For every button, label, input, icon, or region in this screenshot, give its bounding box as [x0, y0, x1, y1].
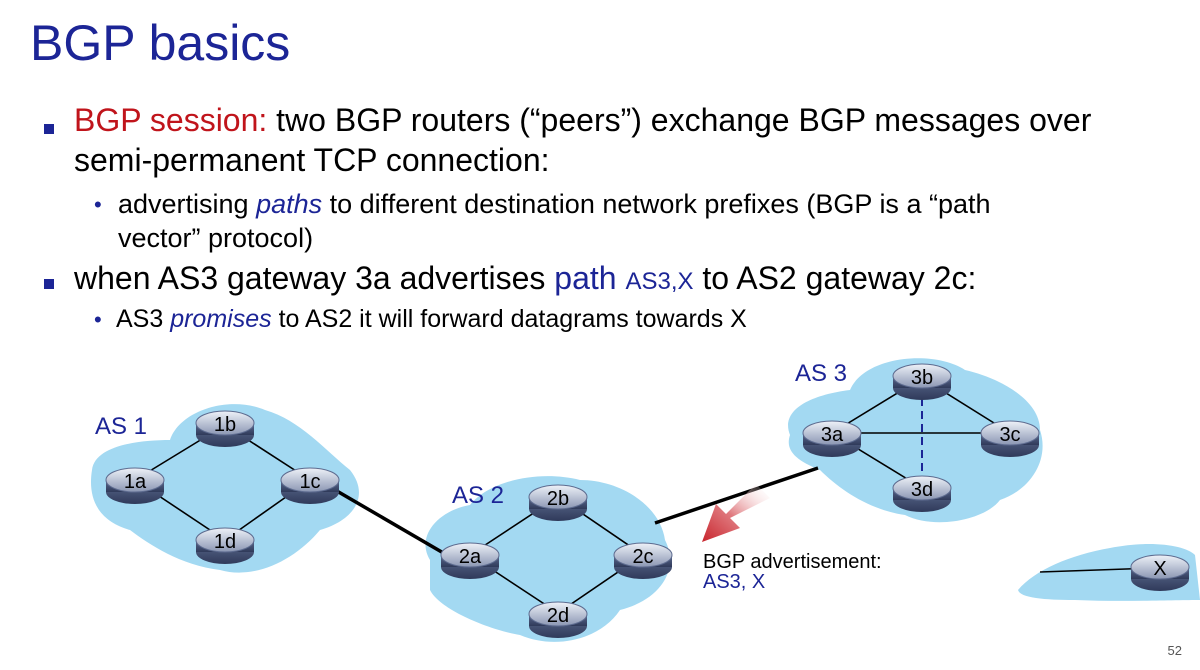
router-1a: 1a [105, 467, 165, 505]
link-2c-3a [654, 466, 819, 525]
advertisement-arrow [702, 484, 770, 542]
router-3a: 3a [802, 420, 862, 458]
router-label: 3b [911, 367, 933, 389]
router-label: 3c [999, 424, 1020, 446]
bullet-1-line-2: semi-permanent TCP connection: [74, 142, 550, 178]
bullet-1-text: two BGP routers (“peers”) exchange BGP m… [267, 102, 1092, 138]
router-label: 1a [124, 471, 147, 493]
router-3d: 3d [892, 475, 952, 513]
bullet-2-line: when AS3 gateway 3a advertises path AS3,… [74, 259, 976, 301]
page-number: 52 [1167, 643, 1182, 658]
sub-bullet-marker: • [94, 192, 102, 217]
as2-label: AS 2 [452, 482, 504, 509]
sub-bullet-1-line-1: advertising paths to different destinati… [118, 188, 991, 221]
sub-bullet-2-text-b: to AS2 it will forward datagrams towards… [271, 305, 747, 333]
router-label: 2d [547, 605, 569, 627]
router-label: 1b [214, 414, 236, 436]
as3-cloud [788, 358, 1043, 523]
bullet-marker [44, 279, 54, 289]
router-1b: 1b [195, 410, 255, 448]
bullet-marker [44, 124, 54, 134]
bullet-1-line-1: BGP session: two BGP routers (“peers”) e… [74, 101, 1091, 139]
router-3c: 3c [980, 420, 1040, 458]
as2-cloud [425, 476, 670, 642]
bgp-session-term: BGP session: [74, 102, 268, 138]
promises-emphasis: promises [170, 305, 272, 333]
advertisement-label: BGP advertisement: [703, 551, 882, 573]
advertisement-path: AS3, X [703, 571, 765, 593]
router-2b: 2b [528, 484, 588, 522]
sub-bullet-1-text-b: to different destination network prefixe… [322, 189, 991, 219]
sub-bullet-2-line: AS3 promises to AS2 it will forward data… [116, 303, 747, 336]
router-3b: 3b [892, 363, 952, 401]
as1-cloud [90, 404, 359, 573]
slide-title: BGP basics [30, 15, 291, 71]
router-label: 2a [459, 546, 482, 568]
bullet-2-text-a: when AS3 gateway 3a advertises [74, 260, 555, 296]
router-label: 2b [547, 488, 569, 510]
router-label: 3d [911, 479, 933, 501]
router-x: X [1130, 554, 1190, 592]
link-1c-2a [329, 485, 453, 560]
router-1c: 1c [280, 467, 340, 505]
sub-bullet-1-line-2: vector” protocol) [118, 223, 314, 253]
router-label: 1c [299, 471, 320, 493]
router-2d: 2d [528, 601, 588, 639]
bullet-2-text-b: to AS2 gateway 2c: [693, 260, 977, 296]
router-label: 1d [214, 531, 236, 553]
router-label: X [1153, 558, 1166, 580]
router-2c: 2c [613, 542, 673, 580]
router-1d: 1d [195, 527, 255, 565]
router-label: 2c [632, 546, 653, 568]
sub-bullet-2-text-a: AS3 [116, 305, 171, 333]
paths-emphasis: paths [256, 189, 323, 219]
router-2a: 2a [440, 542, 500, 580]
path-value: AS3,X [625, 268, 694, 295]
path-term: path [554, 260, 626, 296]
sub-bullet-1-text-a: advertising [118, 189, 257, 219]
router-label: 3a [821, 424, 844, 446]
as3-label: AS 3 [795, 360, 847, 387]
sub-bullet-marker: • [94, 307, 102, 332]
as1-label: AS 1 [95, 413, 147, 440]
